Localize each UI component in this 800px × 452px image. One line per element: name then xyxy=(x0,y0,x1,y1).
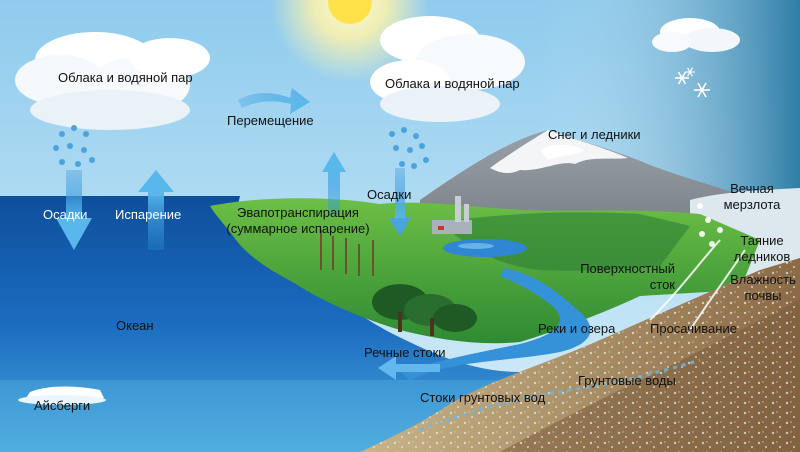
label-soil-moisture-line2: почвы xyxy=(744,288,782,303)
label-snow-glaciers: Снег и ледники xyxy=(548,127,641,142)
label-evapotranspiration-sub: (суммарное испарение) xyxy=(226,221,370,236)
label-precipitation-left: Осадки xyxy=(43,207,88,222)
label-clouds-center: Облака и водяной пар xyxy=(385,76,520,91)
label-evapotranspiration-main: Эвапотранспирация xyxy=(237,205,359,220)
label-permafrost: Вечная мерзлота xyxy=(720,181,784,213)
iceberg xyxy=(18,386,106,405)
label-movement: Перемещение xyxy=(227,113,314,128)
label-clouds-left: Облака и водяной пар xyxy=(58,70,193,85)
arrow-down-icon xyxy=(389,168,411,236)
label-groundwater: Грунтовые воды xyxy=(578,373,676,388)
label-evapotranspiration: Эвапотранспирация (суммарное испарение) xyxy=(213,205,383,237)
label-soil-moisture-line1: Влажность xyxy=(730,272,796,287)
label-glacier-melt-line1: Таяние xyxy=(740,233,784,248)
label-evaporation: Испарение xyxy=(115,207,182,222)
label-river-discharge: Речные стоки xyxy=(364,345,446,360)
label-surface-runoff-line1: Поверхностный xyxy=(580,261,675,276)
label-glacier-melt: Таяние ледников xyxy=(728,233,796,265)
label-surface-runoff: Поверхностный сток xyxy=(555,261,675,293)
arrow-up-icon xyxy=(138,170,174,250)
label-icebergs: Айсберги xyxy=(34,398,91,413)
cloud-icon xyxy=(15,32,210,130)
arrow-down-icon xyxy=(56,170,92,250)
label-rivers-lakes: Реки и озера xyxy=(538,321,616,336)
label-surface-runoff-line2: сток xyxy=(649,277,675,292)
cloud-icon xyxy=(652,18,740,52)
arrow-left-icon xyxy=(378,356,440,380)
rain-drops xyxy=(53,125,429,169)
sun-icon xyxy=(270,0,430,82)
label-soil-moisture: Влажность почвы xyxy=(726,272,800,304)
label-permafrost-line2: мерзлота xyxy=(723,197,781,212)
factory-icon xyxy=(432,196,472,234)
arrow-up-icon xyxy=(322,152,346,215)
movement-arrow-icon xyxy=(238,88,310,114)
label-ocean: Океан xyxy=(116,318,154,333)
tree-icon xyxy=(372,284,477,336)
cloud-icon xyxy=(370,16,525,122)
snowflake-icon xyxy=(675,67,710,98)
label-glacier-melt-line2: ледников xyxy=(733,249,791,264)
river xyxy=(400,268,591,380)
label-precipitation-center: Осадки xyxy=(367,187,412,202)
label-infiltration: Просачивание xyxy=(650,321,737,336)
label-groundwater-discharge: Стоки грунтовых вод xyxy=(420,390,546,405)
label-permafrost-line1: Вечная xyxy=(730,181,774,196)
